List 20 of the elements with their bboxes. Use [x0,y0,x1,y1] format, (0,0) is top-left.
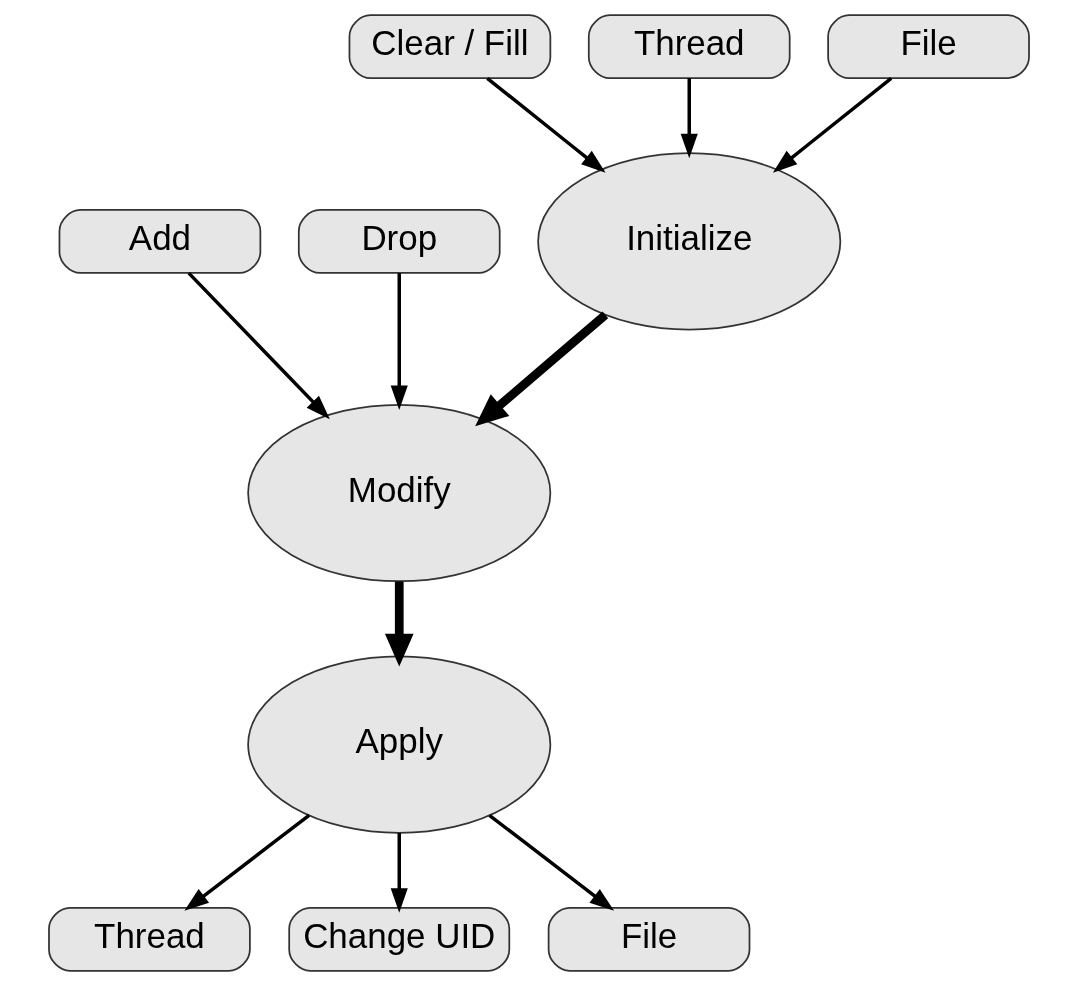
node-box: Change UID [287,907,510,972]
node-box: File [826,14,1030,79]
node-box: Thread [47,907,251,972]
arrow [485,76,606,173]
node-box: File [547,907,750,972]
arrow [487,813,614,911]
arrow [390,833,408,913]
arrow [680,78,698,159]
arrow [474,311,608,427]
node-box: Add [58,209,261,274]
node-box: Clear / Fill [348,14,551,79]
arrow [390,273,408,411]
node-box: Thread [587,14,791,79]
node-ellipse: Modify [246,403,551,583]
arrow [772,76,892,173]
arrow [183,813,310,911]
arrow [384,581,414,667]
node-ellipse: Apply [246,655,551,834]
node-box: Drop [297,209,501,274]
arrow [187,271,330,420]
